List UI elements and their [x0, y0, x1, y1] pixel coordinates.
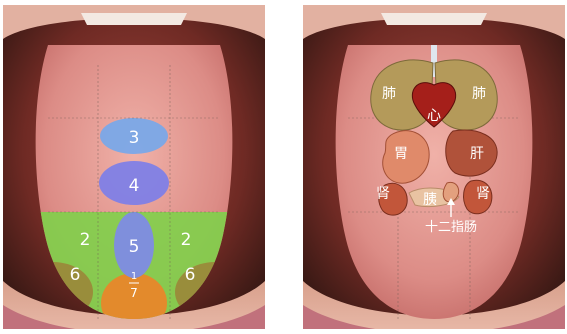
- zone-2-left-label: 2: [80, 230, 91, 250]
- zone-7-label: 7: [130, 286, 138, 300]
- upper-teeth: [381, 13, 487, 25]
- zone-6-right-label: 6: [185, 265, 196, 285]
- zone-1-label: 1: [131, 271, 137, 282]
- pancreas-label: 胰: [423, 192, 437, 208]
- kidney-right-label: 肾: [476, 186, 490, 202]
- zone-2-right-label: 2: [181, 230, 192, 250]
- tongue-zone-map-panel: 3 4 5 2 2 6 6 1 7: [3, 5, 265, 329]
- tongue-organ-map-svg: 肺 肺 心 胃 肝 肾 肾 胰 十二指肠: [303, 5, 565, 329]
- stomach-label: 胃: [394, 146, 408, 162]
- heart-label: 心: [427, 108, 441, 124]
- kidney-left-label: 肾: [376, 186, 390, 202]
- tongue-organ-map-panel: 肺 肺 心 胃 肝 肾 肾 胰 十二指肠: [303, 5, 565, 329]
- liver-label: 肝: [470, 146, 484, 162]
- lung-left-label: 肺: [382, 86, 396, 102]
- upper-teeth: [81, 13, 187, 25]
- duodenum-label: 十二指肠: [425, 220, 477, 235]
- zone-3-label: 3: [129, 128, 140, 148]
- tongue-zone-map-svg: 3 4 5 2 2 6 6 1 7: [3, 5, 265, 329]
- zone-4-label: 4: [129, 176, 140, 196]
- zone-6-left-label: 6: [70, 265, 81, 285]
- zone-5-label: 5: [129, 237, 140, 257]
- lung-right-label: 肺: [472, 86, 486, 102]
